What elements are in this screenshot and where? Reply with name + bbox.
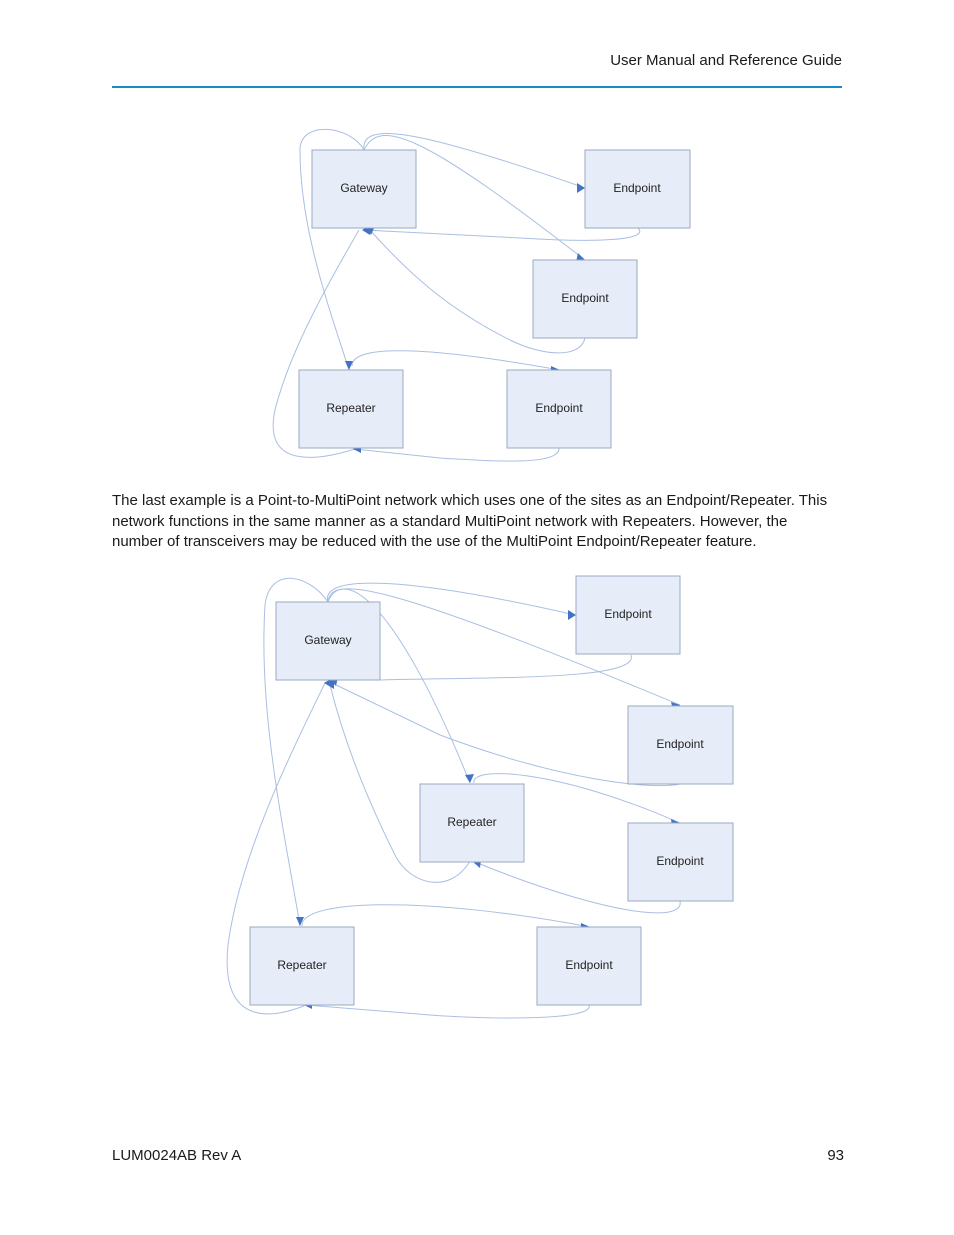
gateway-node: Gateway [275, 601, 381, 681]
repeater-label: Repeater [326, 401, 375, 415]
gateway-label: Gateway [304, 633, 351, 647]
body-paragraph: The last example is a Point-to-MultiPoin… [112, 492, 828, 550]
gateway-label: Gateway [340, 181, 387, 195]
endpoint-node-bottom: Endpoint [536, 926, 642, 1006]
header-rule [112, 86, 842, 88]
endpoint-label: Endpoint [656, 854, 704, 868]
endpoint-node-top-right: Endpoint [575, 575, 681, 655]
footer-doc-id: LUM0024AB Rev A [112, 1147, 242, 1164]
endpoint-node-bottom: Endpoint [506, 369, 612, 449]
repeater-label: Repeater [447, 815, 496, 829]
network-diagram-multipoint-repeater: Gateway Endpoint Endpoint Repeater Endpo… [272, 128, 691, 462]
header-title: User Manual and Reference Guide [610, 52, 842, 69]
endpoint-label: Endpoint [613, 181, 661, 195]
endpoint-label: Endpoint [535, 401, 583, 415]
network-diagram-endpoint-repeater: Gateway Endpoint Endpoint Repeater Endpo… [226, 575, 734, 1019]
endpoint-node-middle: Endpoint [532, 259, 638, 339]
endpoint-label: Endpoint [604, 607, 652, 621]
repeater-label: Repeater [277, 958, 326, 972]
endpoint-node-right-upper: Endpoint [627, 705, 734, 785]
footer-page-number: 93 [827, 1147, 844, 1164]
repeater-node-middle: Repeater [419, 783, 525, 863]
repeater-node: Repeater [298, 369, 404, 449]
diagram-links [272, 128, 641, 462]
diagram-links [226, 577, 681, 1019]
endpoint-label: Endpoint [565, 958, 613, 972]
gateway-node: Gateway [311, 149, 417, 229]
endpoint-node-top-right: Endpoint [584, 149, 691, 229]
endpoint-label: Endpoint [561, 291, 609, 305]
repeater-node-bottom: Repeater [249, 926, 355, 1006]
endpoint-node-right-lower: Endpoint [627, 822, 734, 902]
endpoint-label: Endpoint [656, 737, 704, 751]
